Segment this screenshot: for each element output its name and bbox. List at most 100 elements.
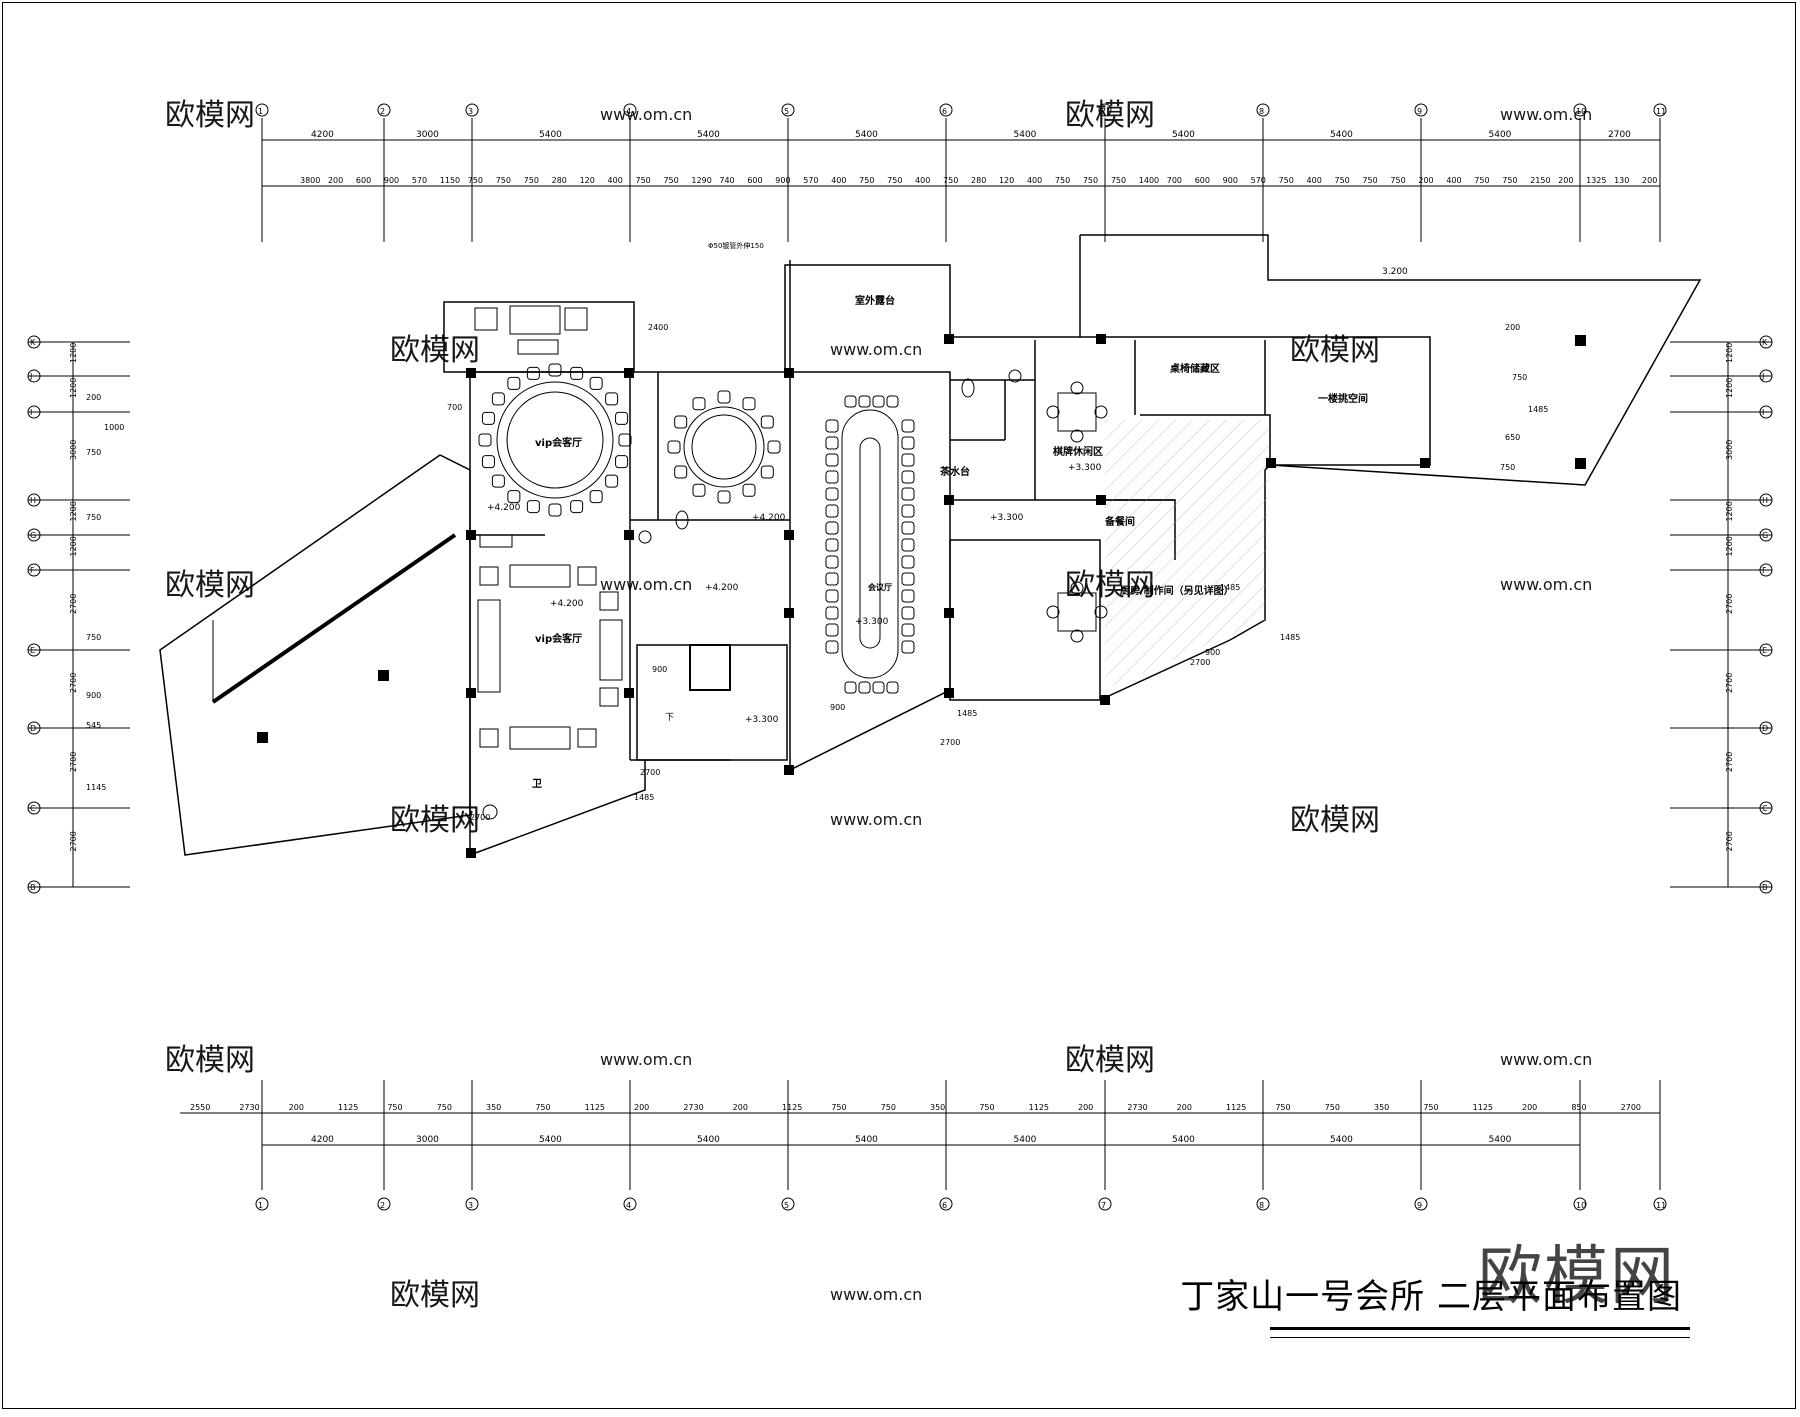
axis-label: I	[30, 408, 32, 417]
axis-label: 2	[380, 107, 385, 116]
left-wing-thick-wall	[211, 533, 457, 704]
room-label-terrace: 室外露台	[855, 294, 895, 307]
level-mark: +3.300	[1068, 463, 1102, 473]
watermark-url: www.om.cn	[600, 1050, 692, 1069]
dimension-value: 400	[831, 176, 846, 185]
chair	[825, 606, 839, 620]
dimension-value: 750	[1502, 176, 1517, 185]
level-mark: +3.300	[745, 715, 779, 725]
dimension-value: 200	[328, 176, 343, 185]
watermark-url: www.om.cn	[600, 105, 692, 124]
dimension-value: 750	[437, 1103, 452, 1112]
chair	[901, 538, 915, 552]
dimension-value: 1200	[1725, 536, 1734, 556]
level-mark: +3.300	[990, 513, 1024, 523]
axis-label: I	[1762, 408, 1764, 417]
chair	[760, 415, 774, 429]
dimension-value: 350	[1374, 1103, 1389, 1112]
dimension-value: 1485	[957, 709, 977, 718]
axis-bubble	[1759, 880, 1773, 894]
dimension-value: 1125	[782, 1103, 802, 1112]
dimension-value: 750	[1325, 1103, 1340, 1112]
chair	[825, 504, 839, 518]
chair	[605, 392, 619, 406]
dimension-value: 2700	[470, 813, 490, 822]
dimension-value: 1200	[69, 536, 78, 556]
chair	[589, 490, 603, 504]
axis-bubble	[1414, 103, 1428, 117]
dimension-value: 750	[1279, 176, 1294, 185]
dimension-value: 700	[1167, 176, 1182, 185]
dimension-value: 2700	[640, 768, 660, 777]
axis-bubble	[377, 103, 391, 117]
axis-label: J	[1761, 372, 1764, 381]
chair	[526, 366, 540, 380]
dimension-value: 2700	[69, 752, 78, 772]
sofa	[599, 619, 623, 681]
dimension-value: 200	[1078, 1103, 1093, 1112]
axis-bubble	[27, 563, 41, 577]
dimension-value: 700	[447, 403, 462, 412]
dimension-value: 2700	[1621, 1103, 1641, 1112]
dimension-value: 200	[1505, 323, 1520, 332]
chair	[858, 395, 871, 408]
room-label-vip-1: vip会客厅	[535, 436, 582, 449]
watermark-url: www.om.cn	[830, 340, 922, 359]
dimension-value: 400	[915, 176, 930, 185]
chair	[570, 366, 584, 380]
axis-bubble	[1759, 643, 1773, 657]
dimension-value: 545	[86, 721, 101, 730]
dimension-value: 400	[1027, 176, 1042, 185]
chair	[886, 681, 899, 694]
dimension-value: 1200	[69, 378, 78, 398]
dimension-value: 1200	[1725, 378, 1734, 398]
dimension-value: 200	[289, 1103, 304, 1112]
building-walls	[159, 234, 1702, 857]
axis-label: 7	[1101, 107, 1106, 116]
dimension-value: 3000	[1725, 440, 1734, 460]
chair	[491, 474, 505, 488]
dimension-value: 600	[356, 176, 371, 185]
watermark-url: www.om.cn	[1500, 575, 1592, 594]
dimension-value: 2400	[648, 323, 668, 332]
sofa	[477, 599, 501, 693]
axis-bubble	[1759, 528, 1773, 542]
watermark-text: 欧模网	[1065, 1043, 1155, 1078]
left-block-outline	[469, 372, 646, 857]
dimension-value: 5400	[1330, 130, 1353, 140]
chair	[717, 490, 731, 504]
watermark-url: www.om.cn	[1500, 1050, 1592, 1069]
furniture-layer	[474, 305, 1108, 820]
axis-label: 11	[1656, 1201, 1666, 1210]
dimension-value: 280	[552, 176, 567, 185]
axis-bubble	[1098, 103, 1112, 117]
axis-label: H	[30, 496, 36, 505]
dimension-value: 3800	[300, 176, 320, 185]
oval-meeting-table	[841, 409, 899, 679]
axis-label: E	[1762, 646, 1767, 655]
dimension-value: 120	[580, 176, 595, 185]
axis-label: 9	[1417, 1201, 1422, 1210]
dimension-value: 1290	[691, 176, 711, 185]
dimension-value: 2700	[1608, 130, 1631, 140]
watermark-url: www.om.cn	[830, 1285, 922, 1304]
level-mark: +4.200	[550, 599, 584, 609]
dimension-value: 200	[634, 1103, 649, 1112]
dimension-value: 2700	[1725, 831, 1734, 851]
dimension-value: 750	[387, 1103, 402, 1112]
watermark-url: www.om.cn	[1500, 105, 1592, 124]
chair	[886, 395, 899, 408]
dimension-value: 750	[887, 176, 902, 185]
axis-bubble	[1256, 1197, 1270, 1211]
axis-bubble	[623, 103, 637, 117]
logo: 欧模网	[1478, 1240, 1676, 1314]
room-label-service: 备餐间	[1104, 515, 1135, 528]
dimension-value: 5400	[1489, 1135, 1512, 1145]
chair	[901, 589, 915, 603]
pipe-note: Φ50镀管外伸150	[708, 241, 764, 250]
axis-label: C	[30, 804, 36, 813]
dimension-value: 5400	[1489, 130, 1512, 140]
dimension-value: 2730	[683, 1103, 703, 1112]
dimension-value: 750	[86, 513, 101, 522]
